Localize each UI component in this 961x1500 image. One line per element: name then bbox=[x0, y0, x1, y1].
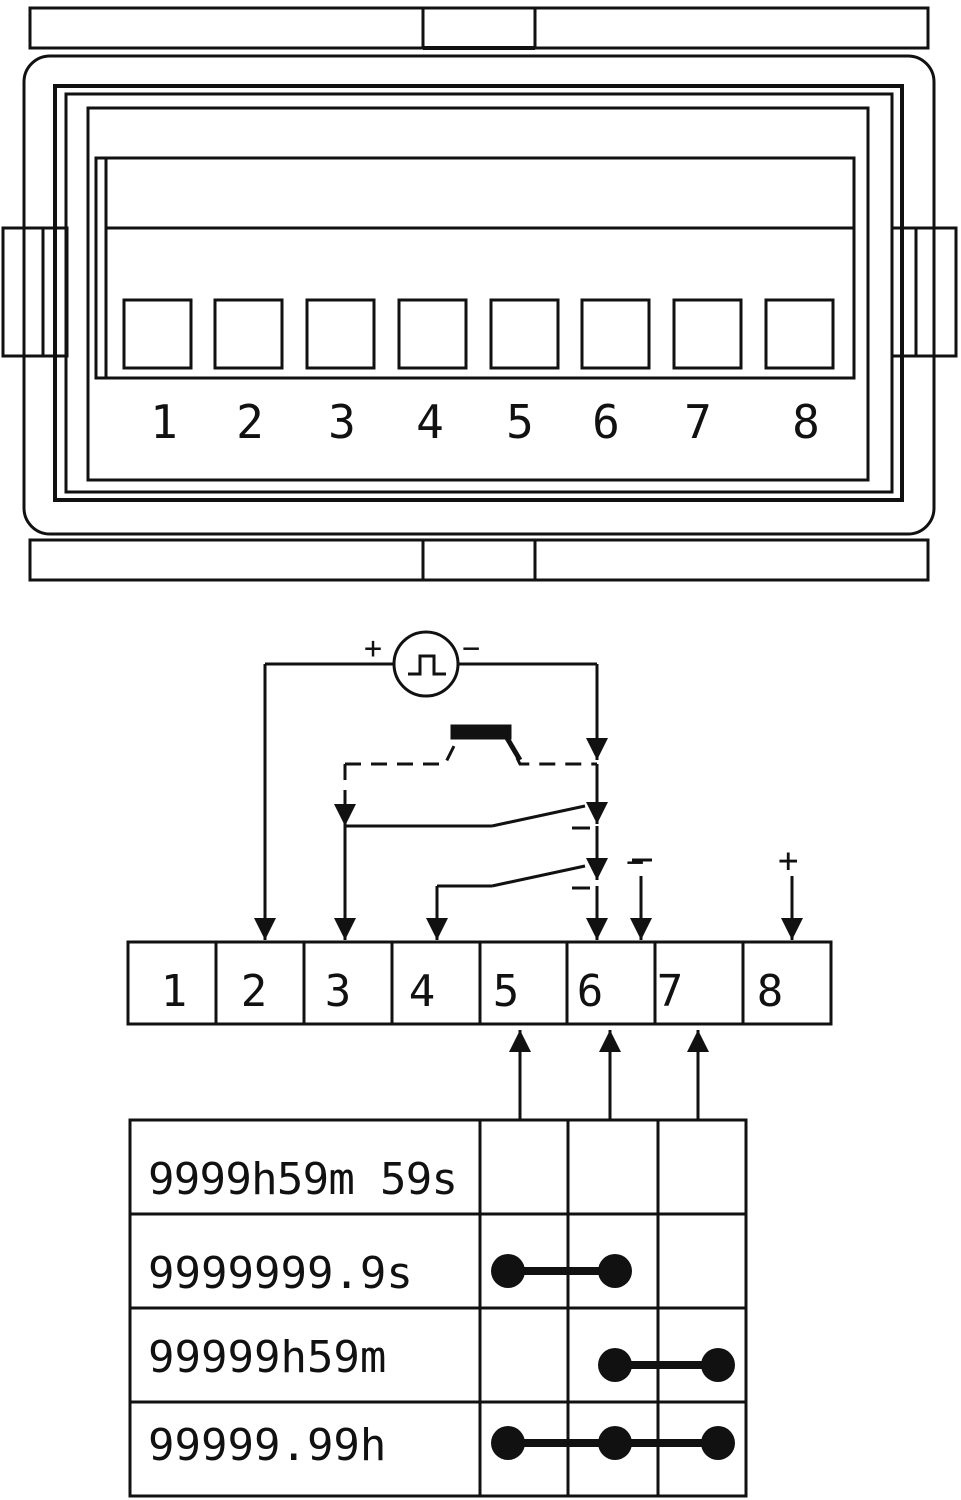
right-latch bbox=[914, 226, 958, 358]
terminal-strip: 1 2 3 4 5 6 7 8 bbox=[126, 940, 833, 1026]
source-plus-label: + bbox=[364, 631, 382, 666]
supply-plus-label: + bbox=[778, 841, 798, 881]
terminal-label-4: 4 bbox=[409, 966, 436, 1017]
pin-sockets bbox=[122, 298, 835, 370]
reset-button-dashed bbox=[345, 737, 597, 766]
range-row-label: 9999999.9s bbox=[148, 1248, 413, 1299]
pin-number-5: 5 bbox=[506, 395, 534, 449]
terminal-label-1: 1 bbox=[161, 966, 188, 1017]
pin-socket-7 bbox=[672, 298, 743, 370]
pin-labels: 1 2 3 4 5 6 7 8 bbox=[150, 395, 820, 449]
top-mounting-clip bbox=[28, 6, 930, 50]
pin-socket-2 bbox=[213, 298, 284, 370]
pulse-source-icon bbox=[392, 630, 460, 698]
supply-minus-label: − bbox=[626, 845, 644, 880]
connector-front-view bbox=[1, 6, 958, 582]
terminal-label-8: 8 bbox=[757, 966, 784, 1017]
terminal-label-7: 7 bbox=[657, 966, 684, 1017]
terminal-label-5: 5 bbox=[493, 966, 520, 1017]
pin-number-4: 4 bbox=[416, 395, 444, 449]
pin-number-2: 2 bbox=[236, 395, 264, 449]
source-minus-label: − bbox=[462, 631, 480, 666]
reset-button-icon bbox=[450, 724, 512, 740]
wiring-schematic bbox=[254, 630, 803, 940]
pin-socket-1 bbox=[122, 298, 193, 370]
range-row-label: 99999.99h bbox=[148, 1420, 386, 1471]
bottom-mounting-clip bbox=[28, 538, 930, 582]
switch-contact-lower bbox=[491, 864, 586, 888]
pin-number-8: 8 bbox=[792, 395, 820, 449]
switch-contact-upper bbox=[491, 804, 586, 828]
pin-number-7: 7 bbox=[684, 395, 712, 449]
pin-number-6: 6 bbox=[592, 395, 620, 449]
terminal-label-3: 3 bbox=[325, 966, 352, 1017]
terminal-label-6: 6 bbox=[577, 966, 604, 1017]
pin-block bbox=[94, 156, 856, 380]
pin-socket-4 bbox=[397, 298, 468, 370]
range-row-label: 99999h59m bbox=[148, 1332, 386, 1383]
jumper-arrows bbox=[509, 1030, 709, 1120]
range-row-label: 9999h59m 59s bbox=[148, 1154, 458, 1205]
jumper-5-6-7 bbox=[491, 1426, 735, 1460]
terminal-label-2: 2 bbox=[241, 966, 268, 1017]
pin-socket-8 bbox=[764, 298, 835, 370]
pin-socket-6 bbox=[580, 298, 651, 370]
pin-number-1: 1 bbox=[150, 395, 178, 449]
jumper-6-7 bbox=[598, 1348, 735, 1382]
pin-socket-5 bbox=[489, 298, 560, 370]
terminal-4 bbox=[390, 940, 482, 1026]
connector-housing bbox=[22, 54, 936, 536]
pin-socket-3 bbox=[305, 298, 376, 370]
terminal-8 bbox=[741, 940, 833, 1026]
range-table: 9999h59m 59s 9999999.9s 99999h59m 99999.99h bbox=[128, 1118, 748, 1498]
jumper-5-6 bbox=[491, 1254, 632, 1288]
pin-number-3: 3 bbox=[328, 395, 356, 449]
